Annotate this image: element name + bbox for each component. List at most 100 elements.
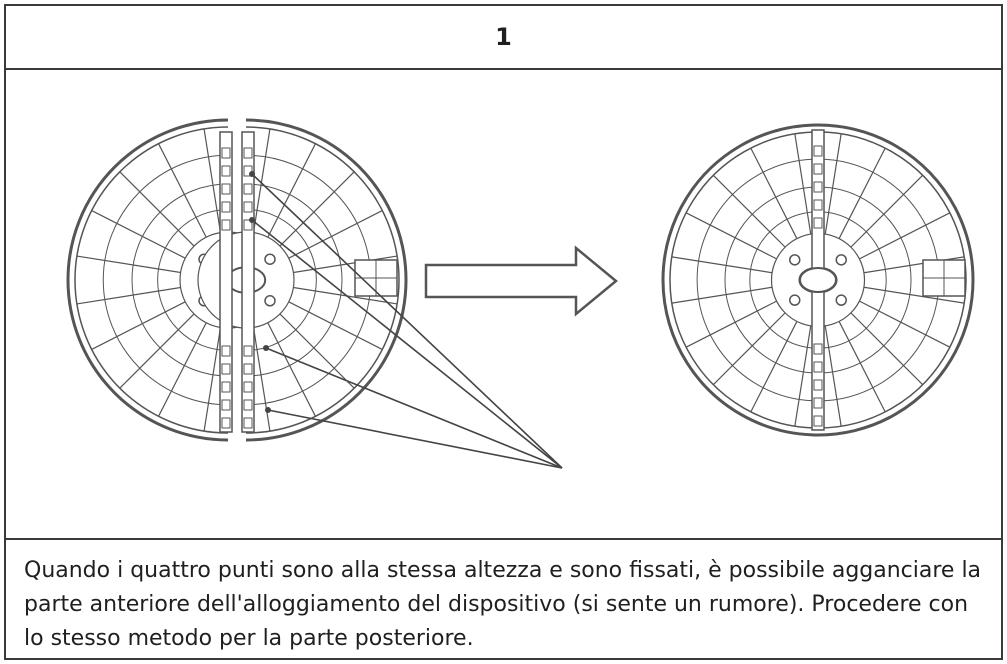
- spoke: [293, 255, 398, 274]
- tab: [813, 379, 823, 391]
- spoke: [252, 327, 271, 432]
- outer-rim: [661, 123, 975, 437]
- tab: [813, 181, 823, 193]
- housing-halves-separated: [66, 118, 408, 442]
- spoke: [267, 322, 316, 417]
- tab: [221, 363, 231, 375]
- spoke: [119, 313, 195, 389]
- pointer-tip: [249, 217, 255, 223]
- spoke: [794, 325, 812, 427]
- tab: [221, 165, 231, 177]
- spoke: [685, 212, 777, 260]
- spoke: [712, 312, 786, 386]
- spoke: [671, 256, 773, 274]
- spoke: [850, 174, 924, 248]
- tab: [813, 145, 823, 157]
- outer-rim: [66, 118, 229, 442]
- spoke: [252, 128, 271, 233]
- spoke: [288, 210, 383, 259]
- step-number: 1: [495, 23, 512, 51]
- spoke: [794, 133, 812, 235]
- spoke: [288, 301, 383, 350]
- tab: [813, 217, 823, 229]
- tab: [221, 147, 231, 159]
- spoke: [750, 147, 798, 239]
- tab: [243, 345, 253, 357]
- pointer-line: [251, 173, 563, 469]
- spoke: [279, 313, 355, 389]
- ring: [749, 211, 887, 349]
- spoke: [91, 301, 186, 350]
- hub-clip: [264, 295, 276, 307]
- ring: [245, 209, 317, 351]
- ring: [724, 186, 912, 374]
- caption-text: Quando i quattro punti sono alla stessa …: [24, 558, 982, 651]
- spoke: [838, 321, 886, 413]
- spoke: [76, 286, 181, 305]
- tab: [221, 183, 231, 195]
- tab: [221, 345, 231, 357]
- left-tab-strip: [219, 131, 233, 433]
- inner-rim: [669, 131, 967, 429]
- hub-clip: [789, 254, 801, 266]
- pointer-tip: [263, 345, 269, 351]
- spoke: [859, 212, 951, 260]
- pointer-line: [251, 219, 563, 469]
- ring: [696, 158, 940, 402]
- tab: [243, 183, 253, 195]
- tab: [221, 201, 231, 213]
- tab: [813, 415, 823, 427]
- instruction-panel: 1 Quando i quattro punti sono alla stess…: [4, 4, 1003, 660]
- spoke: [850, 312, 924, 386]
- right-tab-strip: [241, 131, 255, 433]
- spoke: [267, 143, 316, 238]
- assembly-diagram: [66, 118, 975, 469]
- tab: [221, 417, 231, 429]
- tab: [813, 163, 823, 175]
- pointer-line: [265, 347, 563, 469]
- figure-area: [6, 70, 1001, 538]
- spoke: [712, 174, 786, 248]
- spoke: [158, 143, 207, 238]
- pointer-line: [267, 409, 563, 469]
- spoke: [838, 147, 886, 239]
- tab: [243, 201, 253, 213]
- tab: [813, 361, 823, 373]
- spoke: [76, 255, 181, 274]
- tab: [243, 381, 253, 393]
- tab: [243, 417, 253, 429]
- tab: [243, 399, 253, 411]
- right-arrow-icon: [424, 245, 618, 317]
- outer-rim: [245, 118, 408, 442]
- tab: [221, 219, 231, 231]
- spoke: [203, 327, 222, 432]
- tab: [243, 219, 253, 231]
- pointer-tip: [265, 407, 271, 413]
- spoke: [158, 322, 207, 417]
- spoke: [279, 171, 355, 247]
- hub-clip: [835, 294, 847, 306]
- hub-clip: [264, 253, 276, 265]
- inner-rim: [245, 126, 400, 434]
- spoke: [750, 321, 798, 413]
- tab: [813, 199, 823, 211]
- ring: [157, 209, 229, 351]
- spoke: [824, 133, 842, 235]
- tab: [221, 381, 231, 393]
- spoke: [91, 210, 186, 259]
- hub-clip: [835, 254, 847, 266]
- tab: [243, 147, 253, 159]
- tab: [813, 343, 823, 355]
- spoke: [671, 286, 773, 304]
- spoke: [824, 325, 842, 427]
- step-header: 1: [6, 6, 1001, 70]
- hub-clip: [789, 294, 801, 306]
- spoke: [293, 286, 398, 305]
- spoke: [119, 171, 195, 247]
- inner-rim: [74, 126, 229, 434]
- spoke: [863, 286, 965, 304]
- tab: [243, 363, 253, 375]
- tab: [813, 397, 823, 409]
- pointer-lines: [249, 171, 563, 469]
- instruction-caption: Quando i quattro punti sono alla stessa …: [6, 538, 1001, 658]
